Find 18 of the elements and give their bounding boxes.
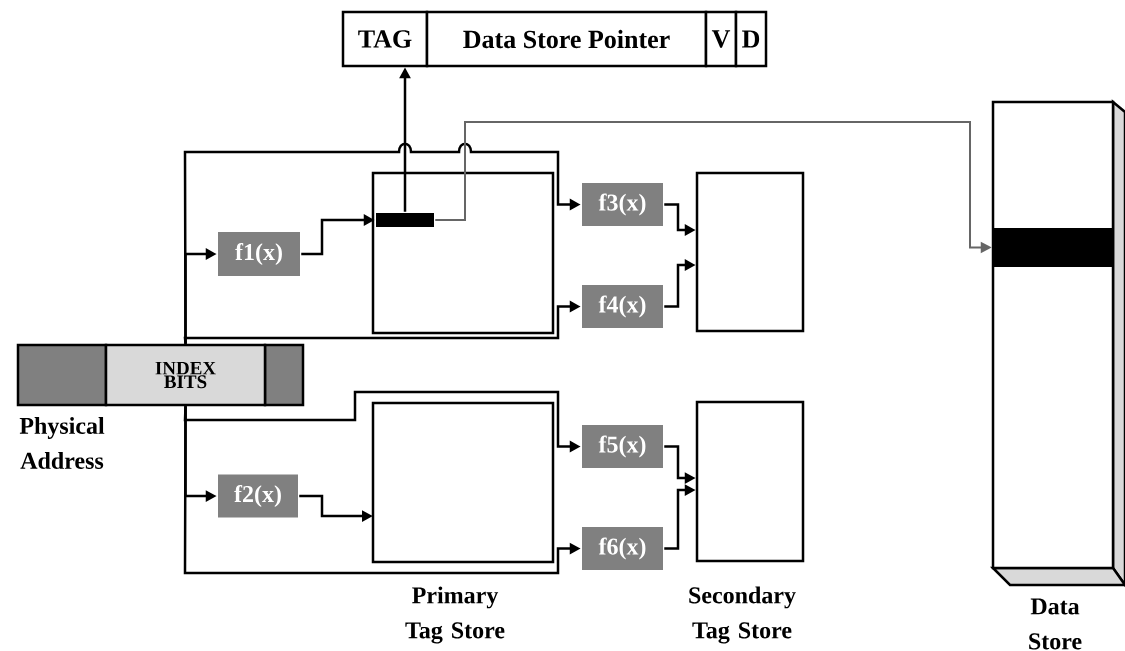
entry-bar [993, 228, 1113, 267]
tag-entry-field: TAG [341, 10, 429, 68]
hash-function-box: f1(x) [218, 232, 300, 276]
tag-store-box [695, 171, 805, 333]
hash-function-box: f4(x) [582, 285, 663, 328]
hash-function-box: f3(x) [582, 183, 663, 226]
tag-store-box [371, 171, 555, 335]
node-label: Data Store [1029, 598, 1082, 650]
node-label: Physical Address [19, 417, 105, 469]
hash-function-box: f2(x) [218, 474, 298, 518]
tag-entry-field: V [704, 10, 738, 68]
node-label: Secondary Tag Store [689, 586, 796, 644]
hash-function-box: f5(x) [582, 425, 663, 468]
hash-function-box: f6(x) [582, 527, 663, 570]
index-bits-field: INDEX BITS [16, 343, 305, 407]
tag-entry-field: D [734, 10, 768, 68]
entry-bar [376, 213, 434, 227]
node-label: Primary Tag Store [405, 586, 505, 644]
